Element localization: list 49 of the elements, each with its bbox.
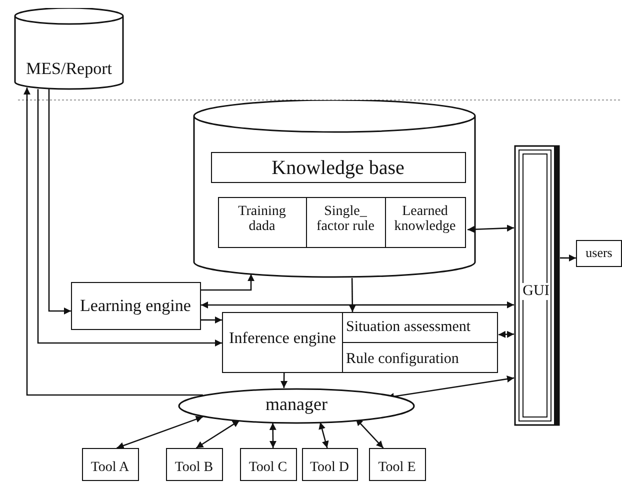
process-box	[385, 197, 466, 248]
node-label: Situation assessment	[346, 318, 472, 335]
arrow	[355, 418, 384, 448]
node-label: Learning engine	[79, 297, 192, 316]
node-label: Learned knowledge	[393, 204, 457, 235]
cylinder-shape	[193, 100, 476, 278]
database-cylinder	[14, 8, 124, 90]
process-box	[71, 282, 201, 330]
arrow	[201, 274, 254, 291]
arrow	[269, 422, 276, 448]
node-label: users	[584, 246, 614, 260]
arrow	[280, 373, 288, 388]
arrow	[560, 254, 576, 262]
node-label: manager	[264, 395, 328, 415]
node-label: Tool C	[248, 460, 288, 476]
interface-panel	[514, 145, 560, 426]
arrow	[201, 301, 514, 308]
node-label: Tool E	[377, 460, 417, 476]
process-box	[306, 197, 386, 248]
arrow	[201, 316, 222, 324]
arrow	[318, 422, 329, 448]
process-box	[369, 448, 426, 481]
arrow	[348, 278, 356, 312]
node-label: MES/Report	[25, 60, 113, 79]
node-label: Tool D	[308, 460, 350, 476]
node-label: Training dada	[237, 204, 287, 235]
arrow	[498, 330, 514, 338]
arrow	[196, 420, 240, 449]
process-box	[218, 197, 307, 248]
arrow	[116, 416, 204, 449]
process-box	[576, 240, 622, 267]
node-label: Tool A	[90, 460, 130, 476]
node-label: Tool B	[174, 460, 214, 476]
node-label: GUI	[522, 283, 550, 300]
arrow	[23, 88, 203, 396]
manager-ellipse	[178, 388, 415, 424]
node-label: Single_ factor rule	[316, 204, 376, 235]
arrow	[48, 89, 71, 314]
process-box	[82, 448, 139, 481]
arrow	[467, 224, 514, 233]
arrow	[37, 89, 222, 346]
process-box	[166, 448, 223, 481]
process-box	[240, 448, 297, 481]
process-box	[302, 448, 358, 481]
node-label: Knowledge base	[270, 157, 406, 179]
node-label: Rule configuration	[346, 350, 460, 367]
node-label: Inference engine	[228, 330, 338, 348]
process-box	[222, 312, 498, 373]
process-box	[211, 152, 466, 183]
